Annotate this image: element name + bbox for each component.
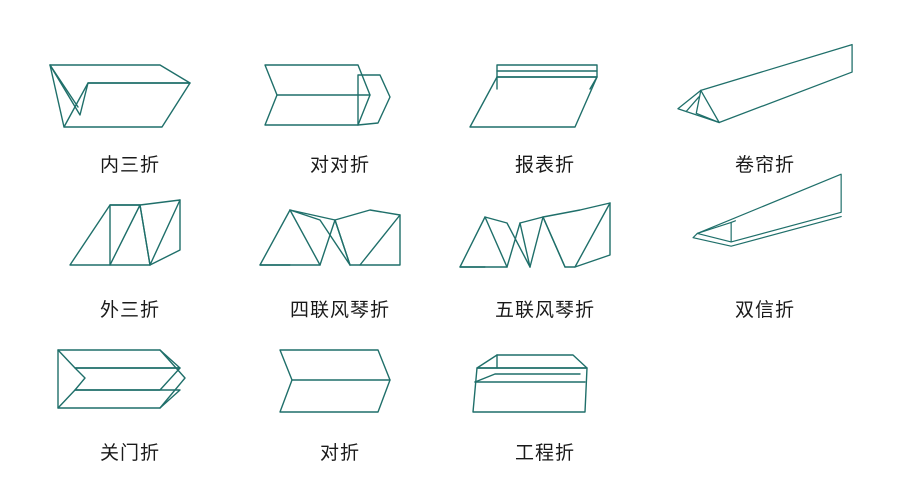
fold-item-accordion-4: 四联风琴折: [240, 195, 440, 345]
fold-label: 卷帘折: [734, 154, 795, 176]
fold-item-outer-tri: 外三折: [30, 195, 230, 345]
inner-tri-fold-icon: [49, 64, 191, 128]
fold-label: 对折: [319, 442, 360, 464]
accordion-4-fold-icon: [259, 209, 401, 266]
fold-label: 报表折: [514, 154, 575, 176]
fold-item-engineering: 工程折: [445, 340, 645, 490]
accordion-5-fold-icon: [459, 202, 611, 268]
fold-label: 工程折: [514, 442, 575, 464]
outer-tri-fold-icon: [69, 199, 181, 266]
gate-fold-icon: [57, 349, 186, 409]
fold-item-double-parallel: 对对折: [240, 55, 440, 205]
fold-item-gate: 关门折: [30, 340, 230, 490]
fold-label: 五联风琴折: [494, 299, 595, 321]
fold-label: 关门折: [99, 442, 160, 464]
roll-fold-icon: [677, 43, 853, 124]
fold-item-double-letter: 双信折: [665, 170, 865, 321]
fold-item-half: 对折: [240, 340, 440, 490]
fold-item-newspaper: 报表折: [445, 55, 645, 205]
fold-label: 对对折: [309, 154, 370, 176]
fold-item-accordion-5: 五联风琴折: [445, 195, 645, 345]
fold-item-roll: 卷帘折: [665, 40, 865, 190]
fold-label: 内三折: [99, 154, 160, 176]
half-fold-icon: [279, 349, 391, 413]
double-letter-fold-icon: [692, 173, 842, 247]
fold-item-inner-tri: 内三折: [30, 55, 230, 205]
fold-label: 外三折: [99, 299, 160, 321]
newspaper-fold-icon: [469, 64, 598, 128]
engineering-fold-icon: [472, 354, 588, 413]
double-parallel-fold-icon: [264, 64, 391, 126]
fold-label: 双信折: [734, 299, 795, 321]
fold-label: 四联风琴折: [289, 299, 390, 321]
